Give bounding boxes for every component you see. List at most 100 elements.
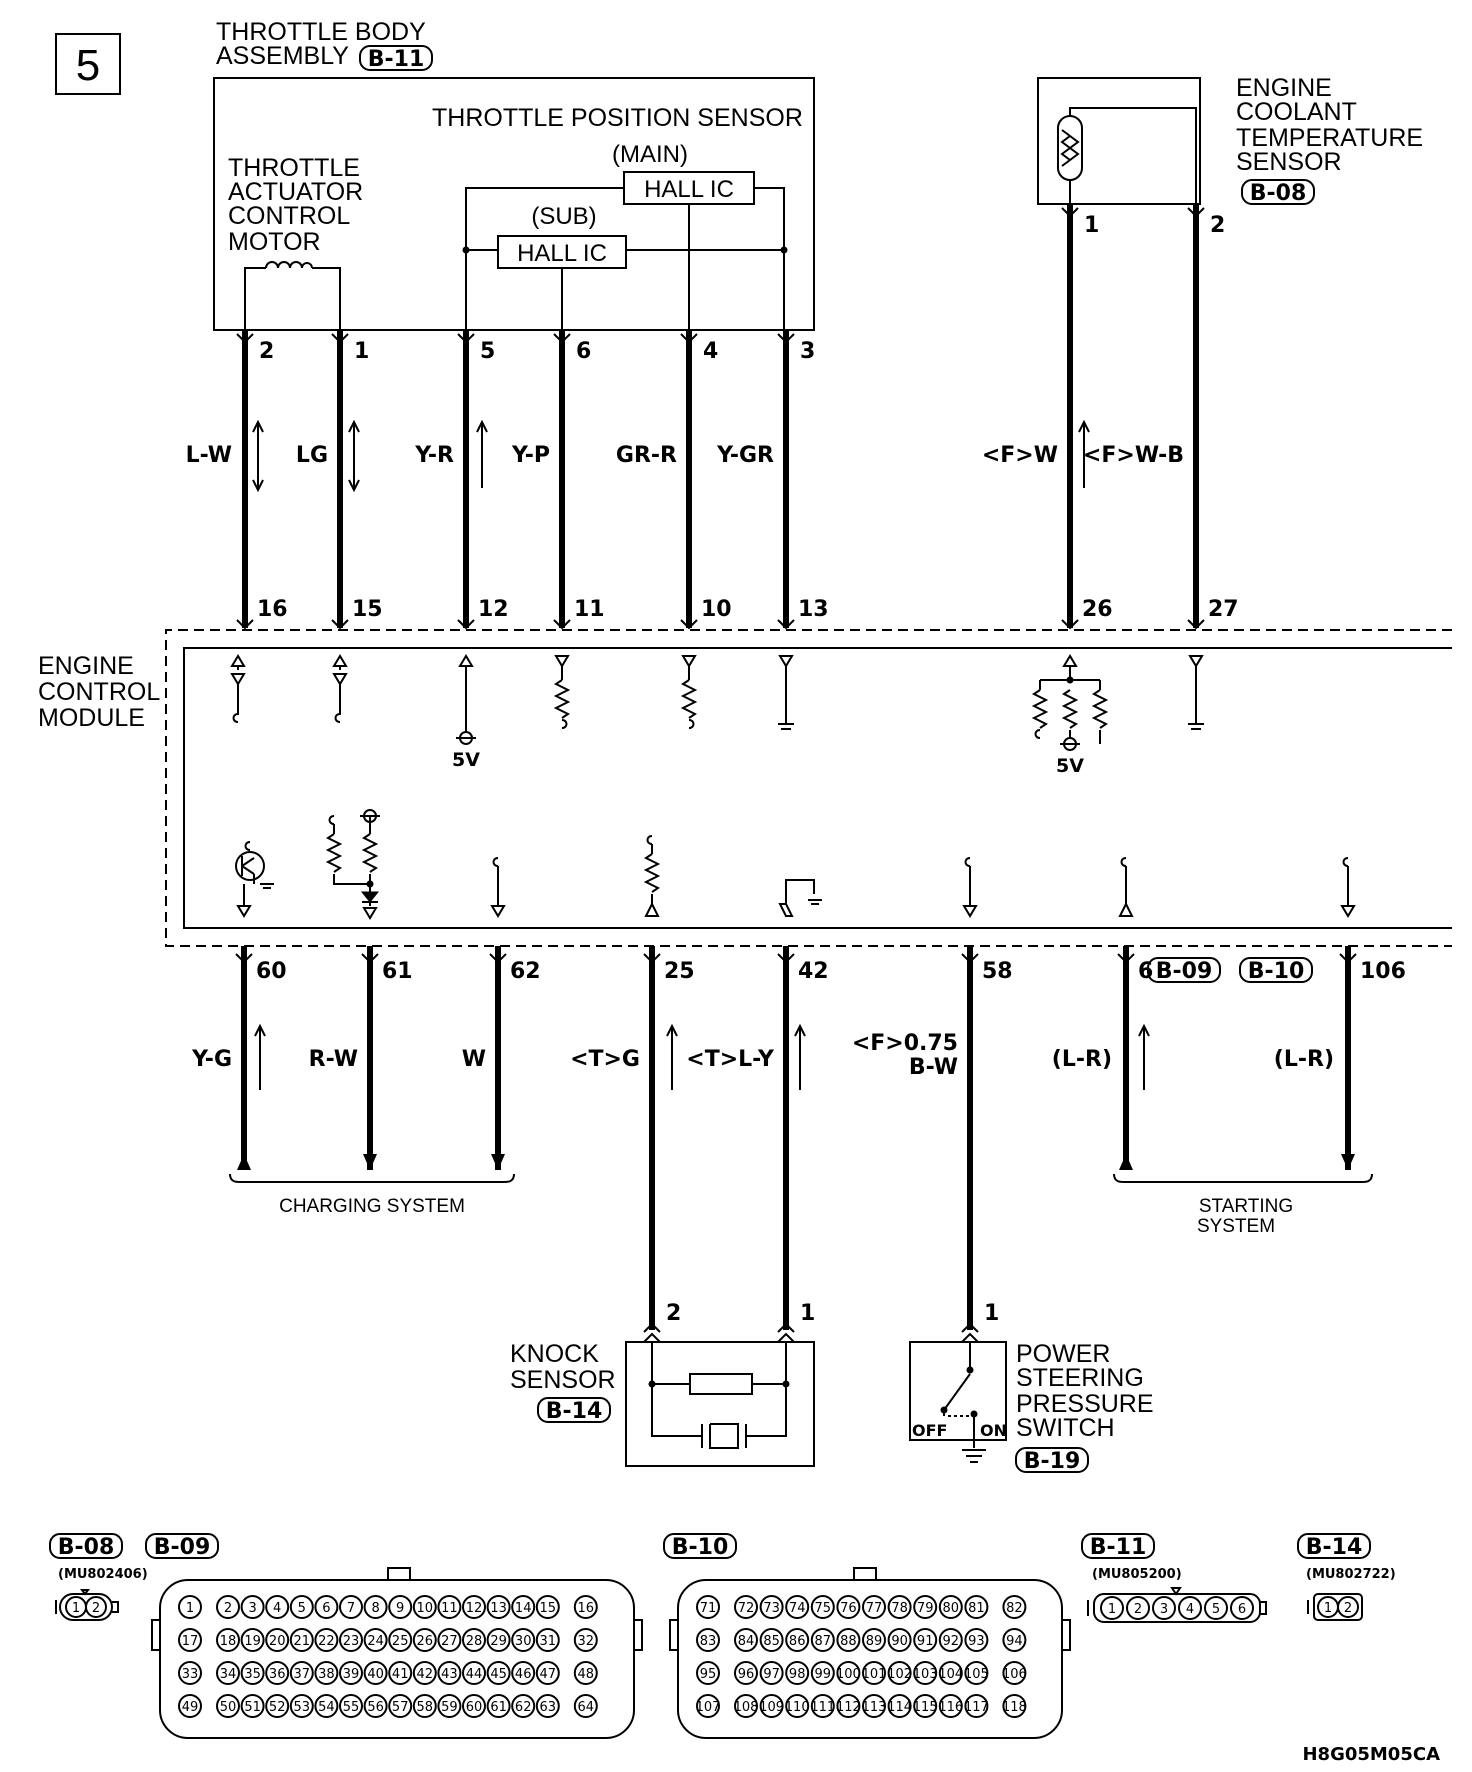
component-pin-1: 1: [984, 1301, 999, 1326]
ecm-pin-27: 27: [1208, 597, 1239, 622]
knock-label-2: SENSOR: [510, 1366, 616, 1394]
svg-text:71: 71: [700, 1601, 717, 1616]
connector-view-tag-b11: B-11: [1090, 1535, 1147, 1560]
svg-text:56: 56: [367, 1700, 384, 1715]
connector-tag-b19-frame: [1015, 1447, 1089, 1473]
svg-text:49: 49: [182, 1700, 199, 1715]
connector-pin: 88: [836, 1628, 861, 1652]
connector-pin: 10: [412, 1595, 437, 1619]
svg-text:44: 44: [466, 1667, 483, 1682]
svg-text:21: 21: [294, 1634, 311, 1649]
svg-text:108: 108: [734, 1700, 759, 1715]
connector-views: B-08 (MU802406) B-09 B-10 B-11 (MU805200…: [49, 1533, 1396, 1739]
connector-pin: 1: [178, 1595, 202, 1619]
svg-text:46: 46: [515, 1667, 532, 1682]
diode-icon: [362, 901, 378, 920]
svg-text:7: 7: [347, 1601, 355, 1616]
svg-text:5: 5: [1212, 1602, 1220, 1617]
connector-pin: 52: [265, 1694, 290, 1718]
connector-pin: 44: [462, 1661, 486, 1685]
wire-color-16: L-W: [186, 443, 232, 468]
wire-color-10: GR-R: [616, 443, 677, 468]
connector-pin: 34: [216, 1661, 240, 1685]
coolant-label-2: COOLANT: [1236, 98, 1357, 126]
svg-text:8: 8: [371, 1601, 379, 1616]
connector-pin: 96: [734, 1661, 758, 1685]
ps-label-2: STEERING: [1016, 1364, 1144, 1392]
svg-text:2: 2: [1134, 1602, 1142, 1617]
connector-pin: 71: [696, 1595, 720, 1619]
knock-sensor-box: [625, 1341, 815, 1467]
connector-pin: 56: [363, 1694, 388, 1718]
connector-pin: 1: [1317, 1596, 1339, 1618]
ps-label-4: SWITCH: [1016, 1414, 1115, 1442]
wire-color-6: (L-R): [1052, 1047, 1112, 1072]
svg-text:105: 105: [964, 1667, 989, 1682]
ps-off-label: OFF: [912, 1421, 947, 1440]
connector-pin: 16: [573, 1595, 598, 1619]
connector-pin: 72: [734, 1595, 758, 1619]
connector-pin: 108: [734, 1694, 759, 1718]
svg-text:106: 106: [1002, 1667, 1027, 1682]
svg-text:117: 117: [964, 1700, 989, 1715]
connector-pin: 30: [511, 1628, 536, 1652]
connector-pin: 7: [339, 1595, 363, 1619]
connector-pin: 11: [437, 1595, 462, 1619]
connector-pin: 110: [785, 1694, 810, 1718]
coolant-label-4: SENSOR: [1236, 148, 1342, 176]
ps-label-1: POWER: [1016, 1340, 1110, 1368]
svg-text:57: 57: [392, 1700, 409, 1715]
svg-text:53: 53: [294, 1700, 311, 1715]
upper-wire-26: 126<F>W: [982, 204, 1113, 630]
connector-pin: 23: [339, 1628, 363, 1652]
connector-pin: 3: [240, 1595, 265, 1619]
svg-text:59: 59: [441, 1700, 458, 1715]
svg-text:76: 76: [840, 1601, 857, 1616]
svg-text:5: 5: [298, 1601, 306, 1616]
connector-part-b11: (MU805200): [1092, 1567, 1182, 1582]
connector-pin: 12: [462, 1595, 486, 1619]
transistor-icon: [235, 851, 265, 881]
connector-pin: 47: [535, 1661, 560, 1685]
connector-pin: 117: [964, 1694, 989, 1718]
page-number-box: [55, 33, 121, 95]
svg-text:30: 30: [515, 1634, 532, 1649]
connector-pin: 14: [511, 1595, 536, 1619]
connector-pin: 78: [887, 1595, 912, 1619]
connector-pin: 42: [412, 1661, 437, 1685]
svg-text:84: 84: [738, 1634, 755, 1649]
connector-pin: 6: [1230, 1596, 1254, 1620]
svg-text:74: 74: [789, 1601, 806, 1616]
connector-pin: 1: [65, 1596, 87, 1618]
svg-text:118: 118: [1002, 1700, 1027, 1715]
svg-text:99: 99: [815, 1667, 832, 1682]
ecm-internal-upper: 5V 5V: [230, 654, 1204, 777]
component-pin-4: 4: [703, 339, 718, 364]
svg-text:54: 54: [318, 1700, 335, 1715]
ecm-pin-106: 106: [1360, 959, 1406, 984]
connector-pin: 38: [314, 1661, 339, 1685]
lower-wire-group: 60Y-G61R-W62W25<T>G242<T>L-Y158<F>0.75B-…: [191, 946, 1406, 1343]
svg-text:101: 101: [862, 1667, 887, 1682]
svg-text:72: 72: [738, 1601, 755, 1616]
connector-pin: 19: [240, 1628, 265, 1652]
connector-pin: 45: [486, 1661, 511, 1685]
svg-text:94: 94: [1006, 1634, 1023, 1649]
connector-pin: 43: [437, 1661, 462, 1685]
throttle-body-title-2: ASSEMBLY: [216, 42, 349, 70]
svg-text:1: 1: [72, 1601, 80, 1616]
svg-text:10: 10: [417, 1601, 434, 1616]
connector-tag-b19: B-19: [1024, 1449, 1081, 1474]
svg-text:61: 61: [490, 1700, 507, 1715]
svg-text:87: 87: [815, 1634, 832, 1649]
connector-tag-b09: B-09: [1156, 959, 1213, 984]
connector-pin: 5: [1204, 1596, 1228, 1620]
connector-pin: 18: [216, 1628, 240, 1652]
svg-text:22: 22: [318, 1634, 335, 1649]
ecm-pin-25: 25: [664, 959, 695, 984]
svg-text:45: 45: [490, 1667, 507, 1682]
connector-pin: 49: [178, 1694, 202, 1718]
svg-text:47: 47: [540, 1667, 557, 1682]
connector-pin: 115: [913, 1694, 938, 1718]
connector-pin: 55: [339, 1694, 363, 1718]
